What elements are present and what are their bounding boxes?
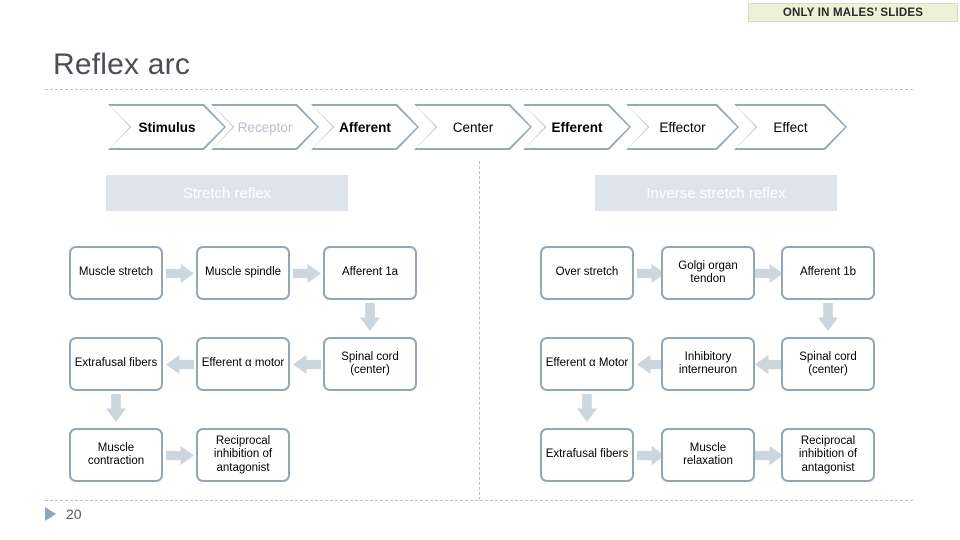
chevron-label-center: Center bbox=[452, 119, 494, 135]
chevron-label-efferent: Efferent bbox=[551, 119, 603, 135]
flow-box: Over stretch bbox=[540, 246, 634, 300]
flow-box: Muscle spindle bbox=[196, 246, 290, 300]
flow-box-label: Afferent 1a bbox=[341, 266, 399, 279]
chevron-afferent: Afferent bbox=[311, 104, 419, 150]
flow-box: Extrafusal fibers bbox=[540, 428, 634, 482]
section-header-stretch-reflex: Stretch reflex bbox=[106, 175, 348, 211]
arrow-left-icon bbox=[166, 354, 194, 375]
chevron-center: Center bbox=[414, 104, 532, 150]
divider-bottom bbox=[45, 500, 913, 501]
chevron-effector: Effector bbox=[626, 104, 739, 150]
chevron-label-effector: Effector bbox=[659, 119, 706, 135]
chevron-efferent: Efferent bbox=[523, 104, 631, 150]
flow-box-label: Extrafusal fibers bbox=[545, 448, 629, 461]
flow-box-label: Extrafusal fibers bbox=[74, 357, 158, 370]
males-slides-banner: ONLY IN MALES’ SLIDES bbox=[748, 3, 958, 22]
flow-box-label: Muscle relaxation bbox=[683, 441, 733, 468]
chevron-label-afferent: Afferent bbox=[339, 119, 391, 135]
arrow-left-icon bbox=[755, 354, 783, 375]
chevron-receptor: Receptor bbox=[211, 104, 319, 150]
flow-box: Reciprocal inhibition of antagonist bbox=[196, 428, 290, 482]
arrow-down-icon bbox=[817, 303, 839, 331]
chevron-label-receptor: Receptor bbox=[237, 119, 293, 135]
divider-top bbox=[45, 89, 913, 90]
arrow-down-icon bbox=[105, 394, 127, 422]
flow-box: Efferent α motor bbox=[196, 337, 290, 391]
flow-box-label: Muscle spindle bbox=[204, 266, 282, 279]
arrow-down-icon bbox=[576, 394, 598, 422]
flow-box: Extrafusal fibers bbox=[69, 337, 163, 391]
flow-box-label: Reciprocal inhibition of antagonist bbox=[213, 434, 273, 474]
arrow-left-icon bbox=[293, 354, 321, 375]
flow-box: Muscle stretch bbox=[69, 246, 163, 300]
arrow-right-icon bbox=[755, 263, 783, 284]
flow-box-label: Inhibitory interneuron bbox=[678, 350, 738, 377]
slide-footer: 20 bbox=[45, 506, 82, 522]
flow-box: Muscle contraction bbox=[69, 428, 163, 482]
flow-box-label: Spinal cord (center) bbox=[341, 350, 399, 377]
chevron-stimulus: Stimulus bbox=[108, 104, 226, 150]
arrow-right-icon bbox=[755, 445, 783, 466]
flow-box: Efferent α Motor bbox=[540, 337, 634, 391]
section-header-inverse-stretch-reflex: Inverse stretch reflex bbox=[595, 175, 837, 211]
flow-box-label: Muscle stretch bbox=[78, 266, 154, 279]
flow-box: Muscle relaxation bbox=[661, 428, 755, 482]
flow-box-label: Muscle contraction bbox=[87, 441, 145, 468]
flow-box-label: Golgi organ tendon bbox=[678, 259, 738, 286]
flow-box: Afferent 1a bbox=[323, 246, 417, 300]
arrow-right-icon bbox=[166, 445, 194, 466]
divider-vertical bbox=[479, 161, 480, 500]
chevron-effect: Effect bbox=[734, 104, 847, 150]
section-header-label: Stretch reflex bbox=[182, 184, 272, 202]
page-number: 20 bbox=[66, 506, 82, 522]
flow-box-label: Efferent α motor bbox=[201, 357, 285, 370]
flow-box: Reciprocal inhibition of antagonist bbox=[781, 428, 875, 482]
banner-text: ONLY IN MALES’ SLIDES bbox=[782, 6, 924, 19]
flow-box-label: Spinal cord (center) bbox=[799, 350, 857, 377]
flow-box-label: Efferent α Motor bbox=[545, 357, 629, 370]
chevron-label-effect: Effect bbox=[773, 119, 808, 135]
flow-box-label: Afferent 1b bbox=[799, 266, 857, 279]
arrow-right-icon bbox=[166, 263, 194, 284]
flow-box-label: Reciprocal inhibition of antagonist bbox=[798, 434, 858, 474]
flow-box: Inhibitory interneuron bbox=[661, 337, 755, 391]
section-header-label: Inverse stretch reflex bbox=[646, 184, 786, 202]
flow-box: Afferent 1b bbox=[781, 246, 875, 300]
play-triangle-icon[interactable] bbox=[45, 507, 56, 521]
arrow-right-icon bbox=[293, 263, 321, 284]
flow-box-label: Over stretch bbox=[555, 266, 619, 279]
flow-box: Golgi organ tendon bbox=[661, 246, 755, 300]
page-title: Reflex arc bbox=[53, 48, 191, 81]
arrow-down-icon bbox=[359, 303, 381, 331]
flow-box: Spinal cord (center) bbox=[781, 337, 875, 391]
chevron-label-stimulus: Stimulus bbox=[138, 119, 196, 135]
flow-box: Spinal cord (center) bbox=[323, 337, 417, 391]
